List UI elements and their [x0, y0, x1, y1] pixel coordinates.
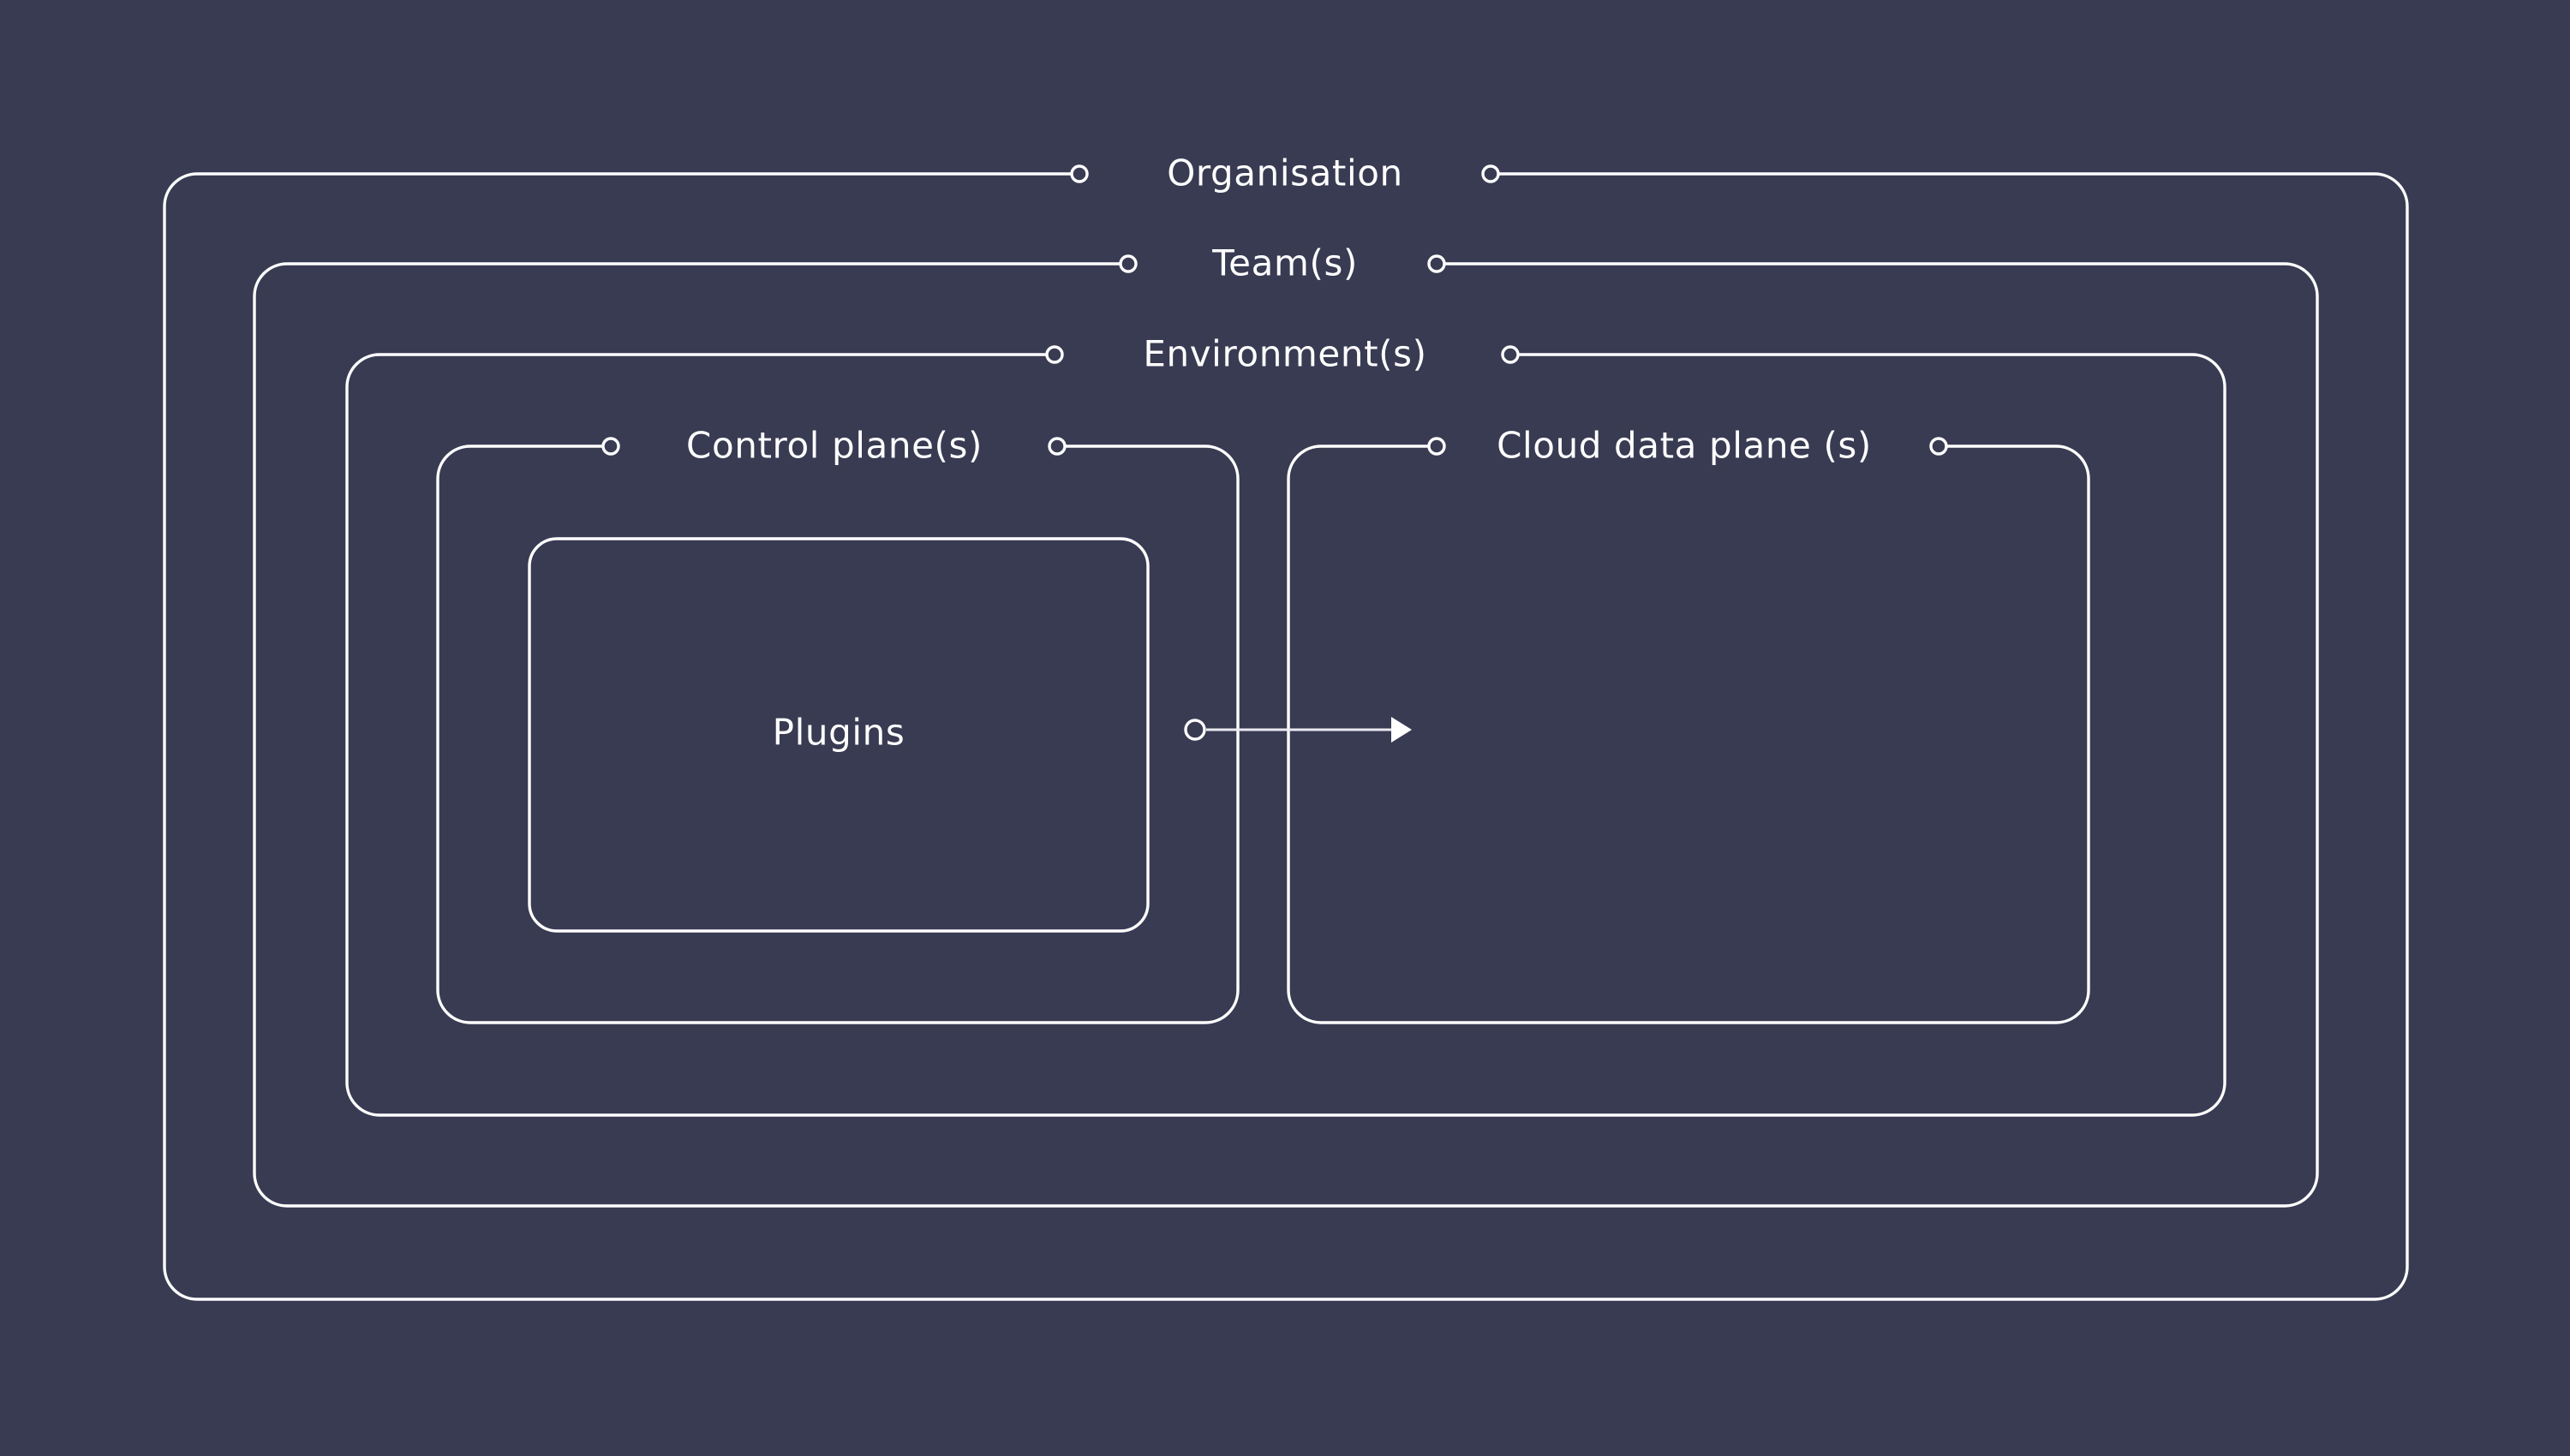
cloud-data-plane-group[interactable]: Cloud data plane (s)	[1287, 425, 2090, 1024]
team-right-connector-dot	[1427, 254, 1446, 273]
control-plane-right-connector-dot	[1048, 437, 1067, 456]
organisation-left-connector-dot	[1070, 164, 1089, 183]
environment-group[interactable]: Environment(s)	[345, 333, 2226, 1117]
environment-right-connector-dot	[1501, 345, 1520, 364]
flow-arrow-head-icon	[1391, 717, 1412, 743]
control-plane-box[interactable]	[436, 445, 1240, 1024]
team-group[interactable]: Team(s)	[253, 242, 2319, 1208]
environment-left-connector-dot	[1045, 345, 1064, 364]
cloud-data-plane-box[interactable]	[1287, 445, 2090, 1024]
team-box[interactable]	[253, 262, 2319, 1208]
cloud-data-plane-right-connector-dot	[1929, 437, 1948, 456]
plugins-flow-origin-dot	[1184, 719, 1206, 741]
control-plane-group[interactable]: Control plane(s)	[436, 425, 1240, 1024]
control-plane-left-connector-dot	[601, 437, 620, 456]
plugins-label: Plugins	[773, 712, 905, 754]
control-plane-label: Control plane(s)	[686, 425, 983, 467]
team-left-connector-dot	[1119, 254, 1138, 273]
environment-label: Environment(s)	[1143, 333, 1426, 375]
plugins-group[interactable]: Plugins	[528, 537, 1150, 933]
organisation-group[interactable]: Organisation	[163, 152, 2409, 1301]
plugins-box[interactable]	[528, 537, 1150, 933]
team-label: Team(s)	[1211, 242, 1358, 284]
plugins-to-cloud-data-plane-arrow	[1184, 717, 1412, 743]
organisation-label: Organisation	[1167, 152, 1403, 194]
organisation-right-connector-dot	[1481, 164, 1500, 183]
organisation-box[interactable]	[163, 172, 2409, 1301]
cloud-data-plane-label: Cloud data plane (s)	[1497, 425, 1872, 467]
cloud-data-plane-left-connector-dot	[1427, 437, 1446, 456]
environment-box[interactable]	[345, 353, 2226, 1117]
